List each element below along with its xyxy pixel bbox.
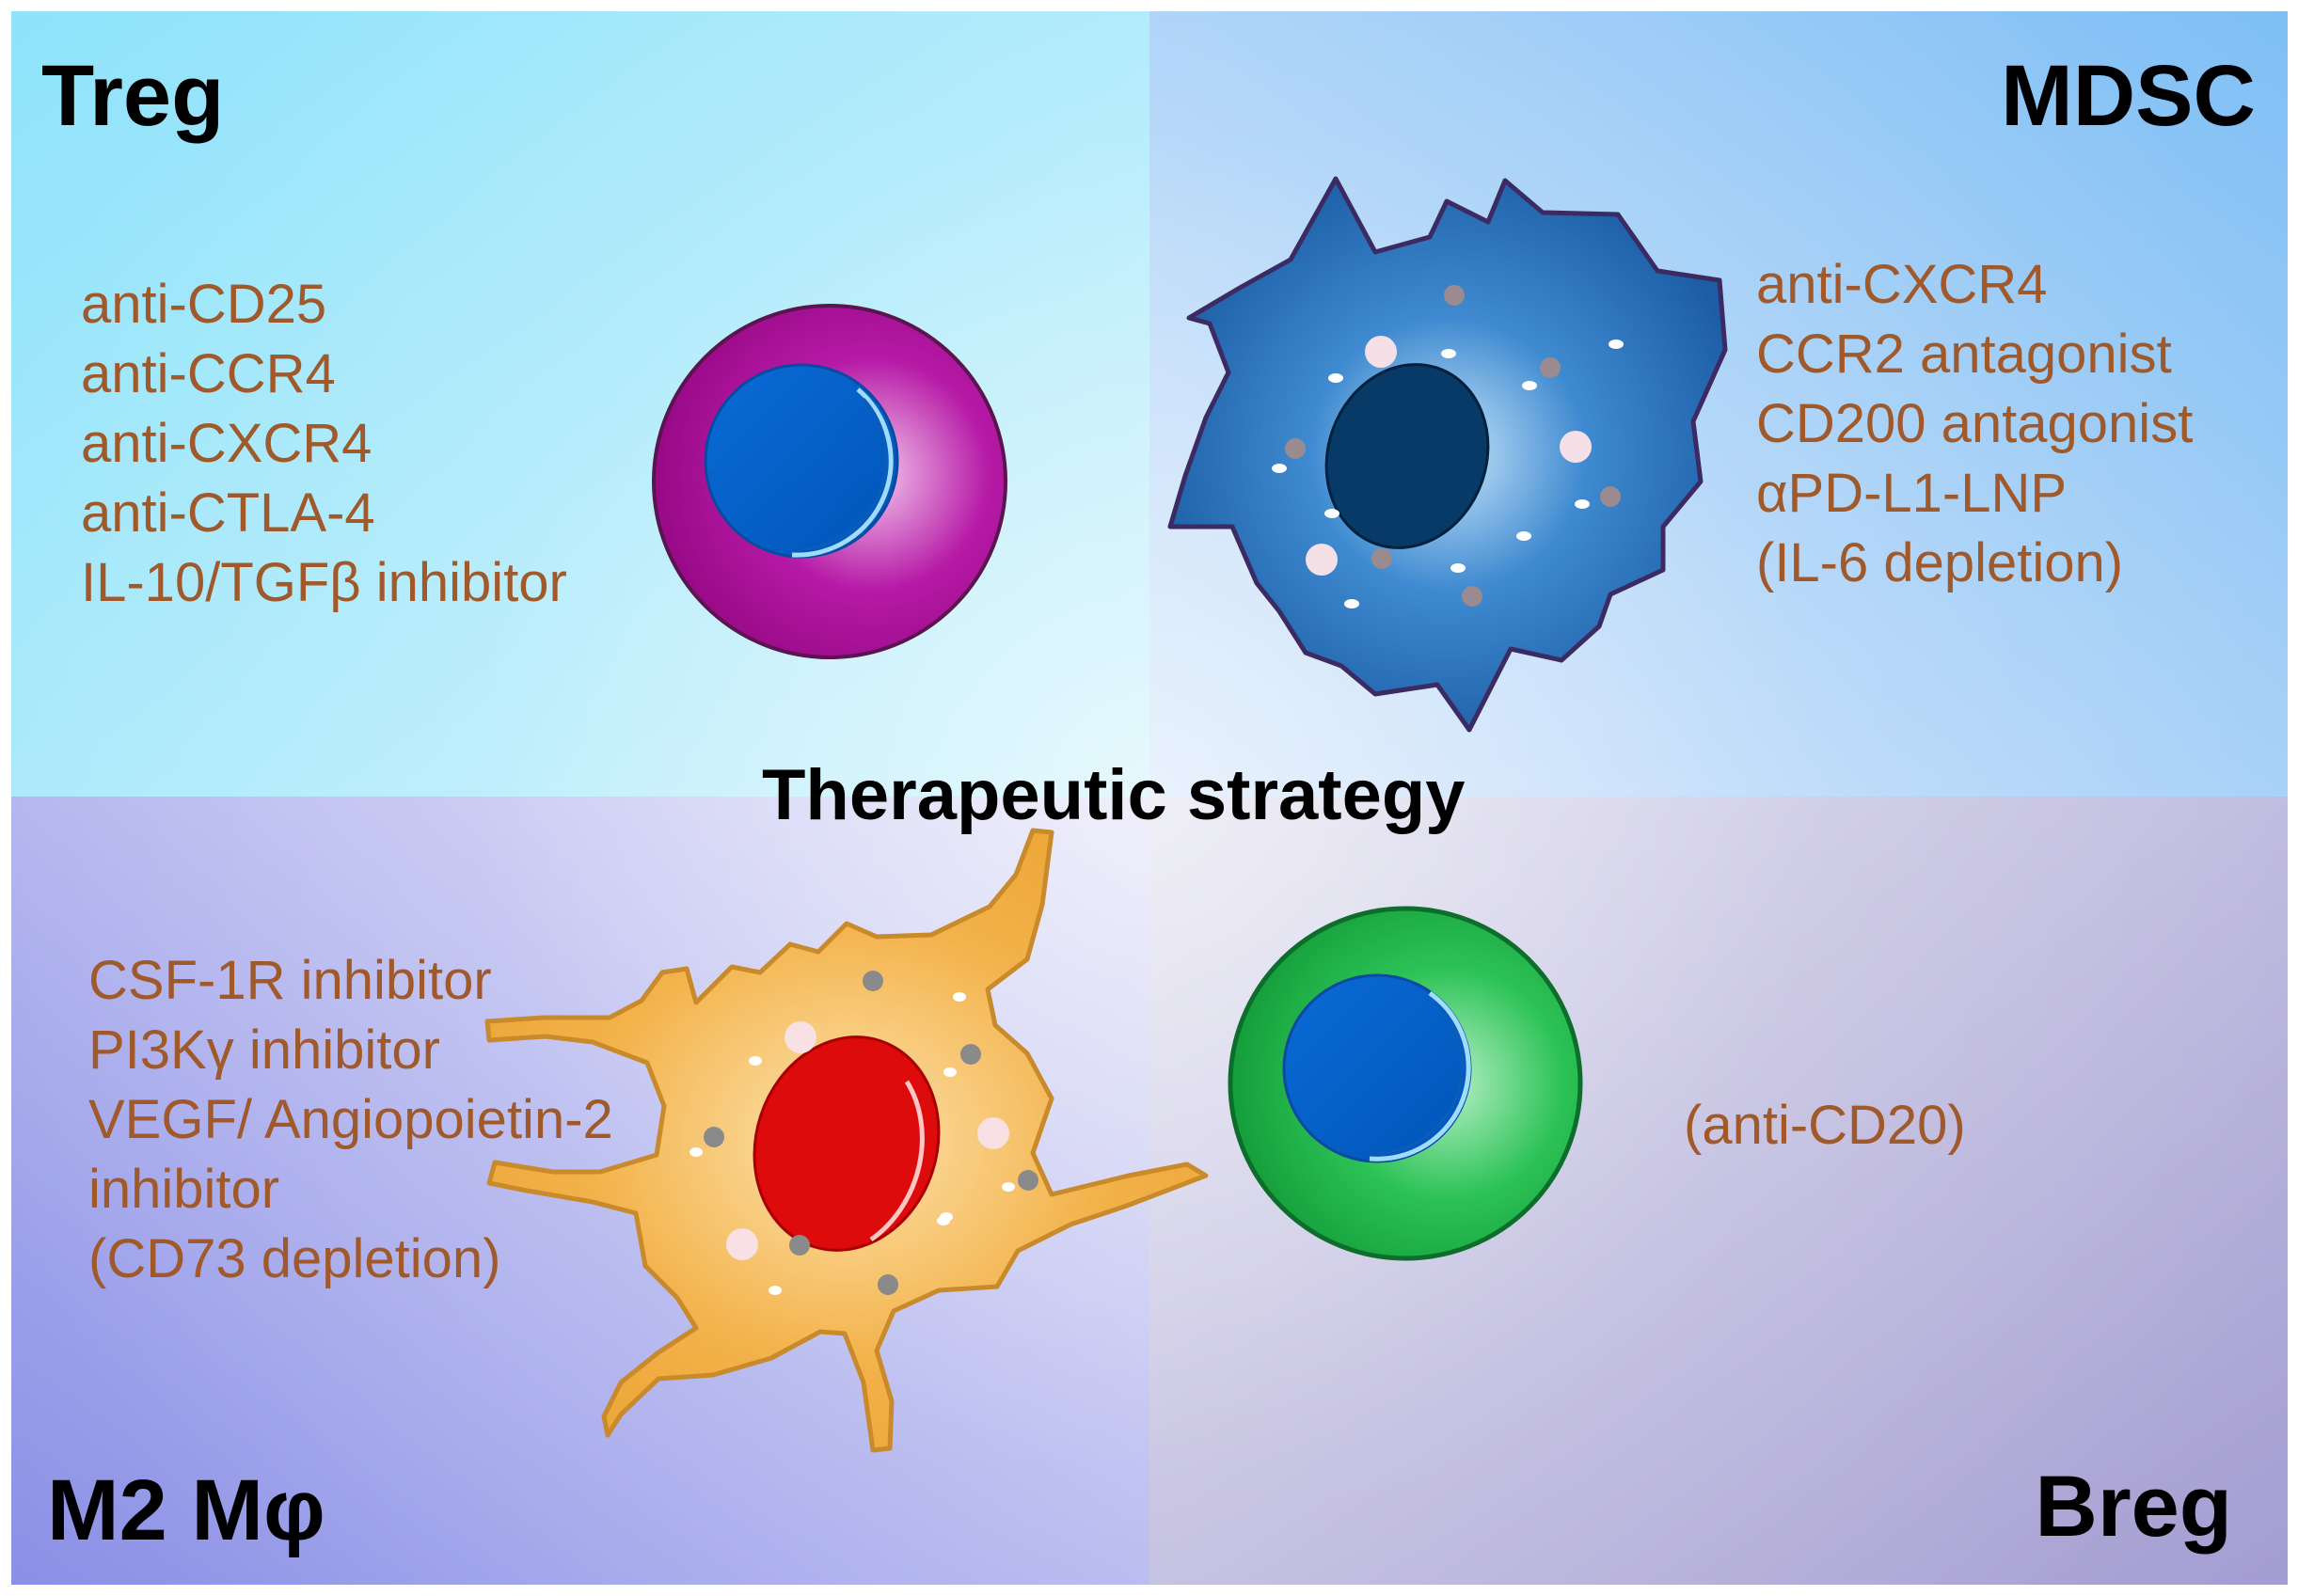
treg-agent: IL-10/TGFβ inhibitor — [81, 552, 567, 613]
breg-cell — [1228, 906, 1583, 1261]
mdsc-agent: CD200 antagonist — [1756, 393, 2194, 454]
m2-agent: inhibitor — [88, 1159, 280, 1220]
treg-cell — [652, 304, 1007, 659]
breg-agent: (anti-CD20) — [1684, 1095, 1966, 1156]
m2-agent: VEGF/ Angiopoietin-2 — [88, 1089, 613, 1150]
mdsc-title: MDSC — [2001, 48, 2256, 144]
treg-agent: anti-CCR4 — [81, 343, 336, 404]
treg-agent-list: anti-CD25 anti-CCR4 anti-CXCR4 anti-CTLA… — [81, 270, 567, 618]
center-glow — [11, 11, 2288, 1585]
mdsc-agent: CCR2 antagonist — [1756, 324, 2172, 385]
m2-agent: (CD73 depletion) — [88, 1228, 501, 1289]
treg-agent: anti-CTLA-4 — [81, 482, 375, 544]
treg-title: Treg — [41, 48, 225, 144]
treg-nucleus — [704, 363, 899, 559]
m2-macrophage-cell — [484, 828, 1209, 1453]
center-title: Therapeutic strategy — [762, 755, 1466, 835]
m2-title: M2 Mφ — [47, 1462, 325, 1558]
m2-agent-list: CSF-1R inhibitor PI3Kγ inhibitor VEGF/ A… — [88, 946, 613, 1294]
treg-agent: anti-CXCR4 — [81, 413, 372, 474]
treg-agent: anti-CD25 — [81, 274, 327, 335]
mdsc-agent-list: anti-CXCR4 CCR2 antagonist CD200 antagon… — [1756, 250, 2193, 598]
mdsc-agent: anti-CXCR4 — [1756, 254, 2048, 315]
mdsc-agent: (IL-6 depletion) — [1756, 532, 2124, 593]
mdsc-cell — [1167, 176, 1728, 733]
m2-nucleus — [753, 1035, 941, 1252]
breg-title: Breg — [2035, 1459, 2232, 1555]
mdsc-nucleus — [1324, 363, 1490, 549]
breg-agent-list: (anti-CD20) — [1684, 1091, 1966, 1161]
m2-agent: CSF-1R inhibitor — [88, 950, 492, 1011]
mdsc-agent: αPD-L1-LNP — [1756, 463, 2068, 524]
m2-agent: PI3Kγ inhibitor — [88, 1019, 440, 1081]
